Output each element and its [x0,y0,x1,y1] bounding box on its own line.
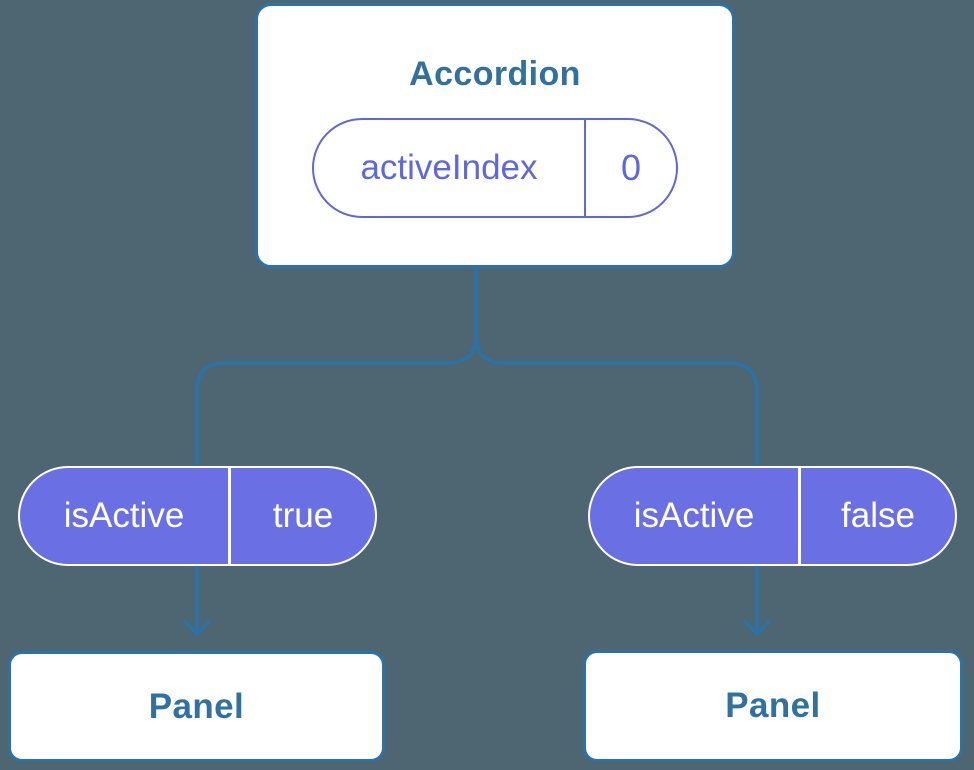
prop-pill-label: isActive [590,468,801,564]
component-title: Accordion [409,55,581,93]
state-pill-label: activeIndex [314,120,586,216]
arrow-left-head-icon [182,619,212,637]
prop-pill-isactive-false: isActive false [588,466,957,566]
panel-card-left: Panel [8,651,385,762]
state-pill: activeIndex 0 [312,118,678,218]
prop-pill-isactive-true: isActive true [18,466,377,566]
prop-pill-value: true [272,496,334,535]
branch-line-left [195,266,478,466]
accordion-component-card: Accordion activeIndex 0 [255,3,735,268]
state-pill-value: 0 [620,147,642,188]
panel-card-right: Panel [583,650,963,762]
branch-line-right [474,266,759,466]
arrow-right-head-icon [742,619,772,637]
prop-pill-label: isActive [20,468,231,564]
prop-pill-value: false [841,496,915,535]
